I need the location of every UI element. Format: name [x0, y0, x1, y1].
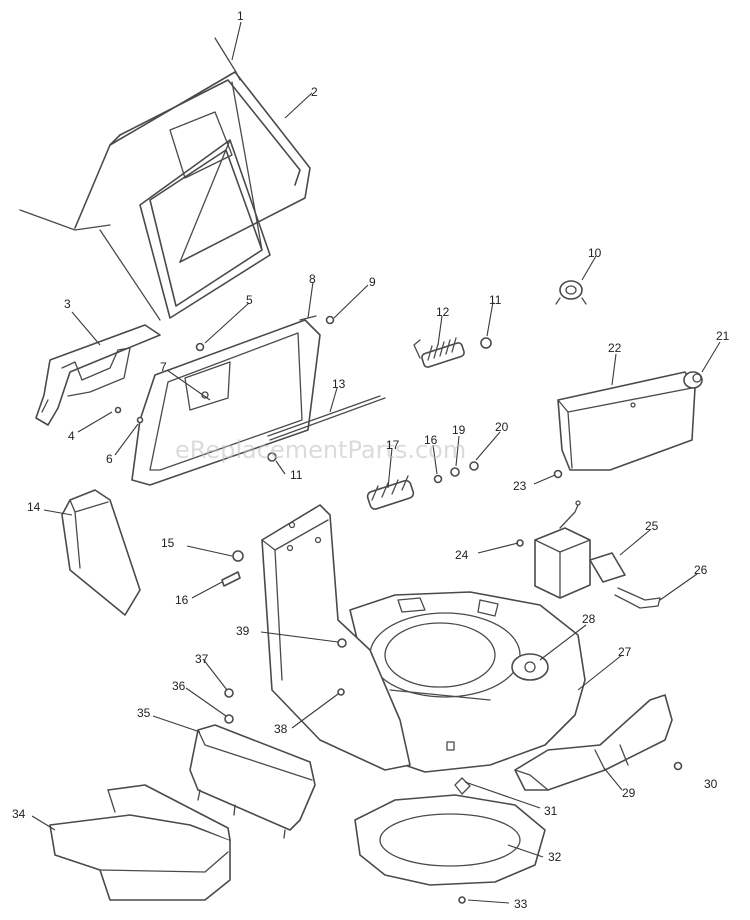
callout-13: 13	[332, 377, 346, 391]
callout-20: 20	[495, 420, 509, 434]
pin-26	[614, 587, 661, 609]
side-trim	[514, 694, 673, 791]
callout-10: 10	[588, 246, 602, 260]
callout-8: 8	[309, 272, 316, 286]
bag-frame	[19, 37, 311, 321]
knob	[555, 280, 587, 305]
axle	[366, 461, 563, 510]
callout-12: 12	[436, 305, 450, 319]
callout-35: 35	[137, 706, 151, 720]
callout-15: 15	[161, 536, 175, 550]
callout-32: 32	[548, 850, 562, 864]
callout-37: 37	[195, 652, 209, 666]
callout-14: 14	[27, 500, 41, 514]
rod	[269, 397, 386, 441]
callout-34: 34	[12, 807, 26, 821]
side-shield	[49, 784, 231, 901]
callout-29: 29	[622, 786, 636, 800]
left-bracket	[35, 324, 161, 426]
handle-bracket	[261, 504, 411, 771]
callout-23: 23	[513, 479, 527, 493]
side-panel	[61, 489, 141, 616]
callout-24: 24	[455, 548, 469, 562]
rear-flap	[189, 724, 316, 839]
callout-11a: 11	[489, 293, 502, 307]
wheel-tray	[354, 777, 546, 904]
end-cap	[683, 371, 703, 389]
callout-27: 27	[618, 645, 632, 659]
callout-33: 33	[514, 897, 528, 911]
callout-11b: 11	[290, 468, 303, 482]
callout-2: 2	[311, 85, 318, 99]
callout-7: 7	[160, 360, 167, 374]
callout-4: 4	[68, 429, 75, 443]
rear-cover	[557, 371, 696, 471]
nut-37	[224, 688, 234, 698]
callout-17: 17	[386, 438, 400, 452]
washer-36	[224, 714, 234, 724]
mower-deck	[349, 591, 586, 773]
callout-5: 5	[246, 293, 253, 307]
callout-26: 26	[694, 563, 708, 577]
leader-lines	[31, 21, 721, 904]
watermark: eReplacementParts.com	[175, 436, 466, 464]
callout-1: 1	[237, 9, 244, 23]
callout-38: 38	[274, 722, 288, 736]
bolt-16	[221, 571, 241, 587]
callout-16b: 16	[175, 593, 189, 607]
battery	[516, 500, 591, 599]
bracket-25	[589, 552, 626, 583]
bushing-11	[480, 337, 492, 349]
callout-numbers: 1 2 3 4 5 6 7 8 9 10 11 11 12 13 14 15 1…	[12, 9, 730, 911]
callout-39: 39	[236, 624, 250, 638]
callout-21: 21	[716, 329, 730, 343]
screw-30	[673, 761, 683, 771]
callout-28: 28	[582, 612, 596, 626]
washer-15	[232, 550, 244, 562]
callout-22: 22	[608, 341, 622, 355]
callout-31: 31	[544, 804, 558, 818]
callout-9: 9	[369, 275, 376, 289]
callout-6: 6	[106, 452, 113, 466]
callout-25: 25	[645, 519, 659, 533]
spring	[413, 337, 465, 368]
callout-30: 30	[704, 777, 718, 791]
callout-36: 36	[172, 679, 186, 693]
callout-19: 19	[452, 423, 466, 437]
callout-3: 3	[64, 297, 71, 311]
hardware-small	[114, 315, 335, 462]
callout-16a: 16	[424, 433, 438, 447]
